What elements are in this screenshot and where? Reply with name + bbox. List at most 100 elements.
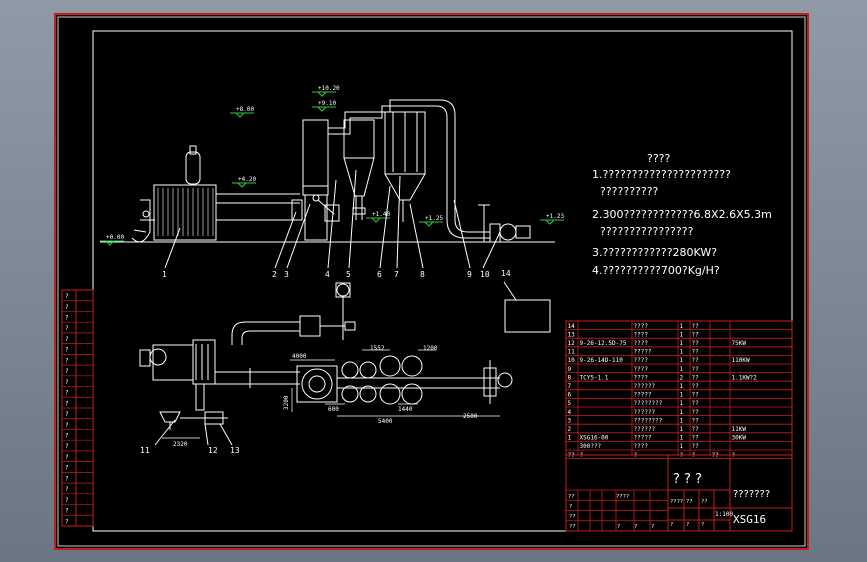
side-strip: ?????????????????????? bbox=[61, 289, 94, 527]
balloon-elev: 8 bbox=[420, 270, 425, 279]
notes-title: ???? bbox=[647, 152, 671, 165]
title-cell: ?? bbox=[701, 499, 708, 505]
bom-cell: ?? bbox=[692, 331, 700, 338]
bom-cell: 1 bbox=[680, 383, 684, 390]
bom-cell: ?? bbox=[692, 417, 700, 424]
bom-cell: ???? bbox=[634, 340, 649, 347]
bom-cell: 1 bbox=[680, 400, 684, 407]
sheet-border bbox=[54, 13, 809, 550]
dimension-label: 1552 bbox=[370, 345, 385, 352]
bom-cell: ?????? bbox=[634, 426, 656, 433]
elevation-label: +1.23 bbox=[546, 213, 564, 220]
balloon-plan: 13 bbox=[230, 446, 240, 455]
title-cell: ? bbox=[617, 524, 620, 530]
balloon-elev: 1 bbox=[162, 270, 167, 279]
side-strip-cell: ? bbox=[65, 390, 69, 397]
bom-cell: 3 bbox=[568, 417, 572, 424]
bom-cell: ???????? bbox=[634, 400, 663, 407]
bom-cell: 7 bbox=[568, 383, 572, 390]
bom-cell: 9-26-14D-110 bbox=[580, 357, 624, 364]
bom-cell: ?? bbox=[692, 426, 700, 433]
bom-cell: ???? bbox=[634, 443, 649, 450]
company-name: ??????? bbox=[733, 489, 770, 500]
hot-air-furnace bbox=[153, 184, 217, 241]
bom-cell: XSG16-00 bbox=[580, 435, 609, 442]
title-cell: ? bbox=[686, 522, 689, 528]
side-strip-cell: ? bbox=[65, 497, 69, 504]
bom-cell: ????? bbox=[634, 435, 652, 442]
title-cell: ?? bbox=[686, 499, 693, 505]
bom-cell: 1 bbox=[680, 357, 684, 364]
detail-box-14 bbox=[504, 299, 551, 333]
bom-cell: ?? bbox=[692, 349, 700, 356]
side-strip-cell: ? bbox=[65, 357, 69, 364]
bom-cell: ???? bbox=[634, 357, 649, 364]
bom-cell: 1 bbox=[680, 426, 684, 433]
title-cell: ? bbox=[569, 504, 572, 510]
bom-cell: ?? bbox=[692, 366, 700, 373]
bom-cell: 14 bbox=[568, 323, 576, 330]
elevation-label: +1.40 bbox=[372, 211, 390, 218]
balloon-elev: 4 bbox=[325, 270, 330, 279]
bom-cell: 1 bbox=[680, 323, 684, 330]
side-strip-cell: ? bbox=[65, 293, 69, 300]
side-strip-cell: ? bbox=[65, 325, 69, 332]
scale-value: 1:100 bbox=[715, 511, 733, 518]
bom-cell: 30KW bbox=[732, 435, 747, 442]
side-strip-cell: ? bbox=[65, 433, 69, 440]
bom-cell: 1 bbox=[680, 366, 684, 373]
balloon-elev: 9 bbox=[467, 270, 472, 279]
side-strip-cell: ? bbox=[65, 422, 69, 429]
bom-cell: 1 bbox=[680, 417, 684, 424]
balloon-plan: 12 bbox=[208, 446, 218, 455]
title-cell: ? bbox=[701, 522, 704, 528]
outer-frame bbox=[57, 16, 806, 547]
burner-chimney bbox=[185, 151, 201, 185]
bom-cell: ?? bbox=[692, 383, 700, 390]
note-line: ?????????? bbox=[600, 185, 659, 198]
bom-cell: 10 bbox=[568, 357, 576, 364]
bom-cell: 1 bbox=[680, 331, 684, 338]
elevation-label: +10.20 bbox=[318, 85, 340, 92]
title-cell: ?? bbox=[569, 524, 576, 530]
bom-cell: ???????? bbox=[634, 417, 663, 424]
bom-cell: 11 bbox=[568, 349, 576, 356]
bom-cell: ???? bbox=[634, 366, 649, 373]
bom-cell: 12 bbox=[568, 340, 576, 347]
balloon-14: 14 bbox=[501, 269, 511, 278]
dimension-label: 600 bbox=[328, 406, 339, 413]
bom-cell: 1 bbox=[680, 435, 684, 442]
bom-cell: ?? bbox=[692, 400, 700, 407]
dryer-plan bbox=[296, 365, 338, 403]
side-strip-cell: ? bbox=[65, 336, 69, 343]
bom-cell: ???? bbox=[634, 331, 649, 338]
bom-cell: 1 bbox=[680, 392, 684, 399]
plan-view bbox=[139, 282, 513, 446]
balloon-elev: 6 bbox=[377, 270, 382, 279]
dimension-label: 2500 bbox=[463, 413, 478, 420]
side-strip-cell: ? bbox=[65, 486, 69, 493]
elevation-label: +1.25 bbox=[425, 215, 443, 222]
title-cell: ???? bbox=[616, 494, 629, 500]
bom-cell: TCY5-1.1 bbox=[580, 374, 609, 381]
title-big: ? ? ? bbox=[673, 472, 702, 487]
title-cell: ?? bbox=[568, 494, 575, 500]
note-line: 4.??????????700?Kg/H? bbox=[592, 264, 720, 277]
balloon-plan: 11 bbox=[140, 446, 150, 455]
bom-cell: 11KW bbox=[732, 426, 747, 433]
technical-notes: 1.????????????????????????????????2.300?… bbox=[592, 168, 772, 277]
dimension-label: 4000 bbox=[292, 353, 307, 360]
dimension-label: 3200 bbox=[283, 395, 290, 410]
bom-cell: 9-26-12.5D-75 bbox=[580, 340, 627, 347]
bom-cell: 8 bbox=[568, 374, 572, 381]
side-strip-cell: ? bbox=[65, 518, 69, 525]
bom-cell: ???? bbox=[634, 374, 649, 381]
dimension-label: 2320 bbox=[173, 441, 188, 448]
side-strip-cell: ? bbox=[65, 411, 69, 418]
title-cell: ???? bbox=[670, 499, 683, 505]
title-block: ? ? ? ??????? XSG16 1:100 ??????????????… bbox=[565, 454, 793, 532]
side-strip-cell: ? bbox=[65, 368, 69, 375]
dimension-label: 1200 bbox=[423, 345, 438, 352]
side-strip-cell: ? bbox=[65, 465, 69, 472]
